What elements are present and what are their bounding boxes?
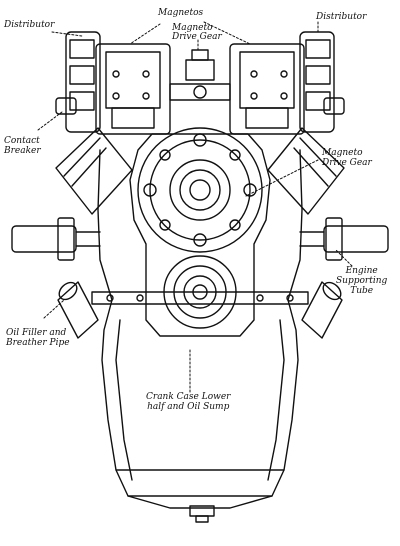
label-distributor-left: Distributor: [4, 20, 55, 30]
label-distributor-right: Distributor: [316, 12, 367, 22]
gear-housing: [129, 133, 271, 337]
label-engine-supporting-tube: Engine Supporting Tube: [336, 266, 388, 296]
magneto-drive-gear: [137, 127, 263, 253]
label-contact-breaker: Contact Breaker: [4, 136, 41, 156]
crankshaft-gear: [163, 255, 237, 329]
cylinder-bank-right: [267, 127, 345, 215]
distributor-right: [299, 31, 335, 133]
leader-lines: [37, 21, 353, 393]
distributor-left: [65, 31, 101, 133]
label-magneto-drive-gear-right: Magneto Drive Gear: [322, 148, 372, 168]
crankcase-sump: [101, 299, 299, 523]
oil-filler-pipe: [57, 281, 343, 339]
magneto-left: [95, 43, 171, 135]
crankcase-upper: [91, 149, 309, 305]
label-crank-case: Crank Case Lower half and Oil Sump: [146, 392, 231, 412]
label-magneto-drive-gear-top: Magneto Drive Gear: [172, 23, 222, 42]
engine-supporting-tube-right: [299, 217, 389, 261]
cylinder-bank-left: [55, 127, 133, 215]
engine-supporting-tube-left: [11, 217, 101, 261]
magneto-drive-gear-top: [169, 49, 231, 101]
label-oil-filler: Oil Filler and Breather Pipe: [6, 328, 70, 348]
magneto-right: [229, 43, 305, 135]
contact-breaker: [55, 97, 345, 115]
label-magnetos: Magnetos: [158, 8, 204, 18]
